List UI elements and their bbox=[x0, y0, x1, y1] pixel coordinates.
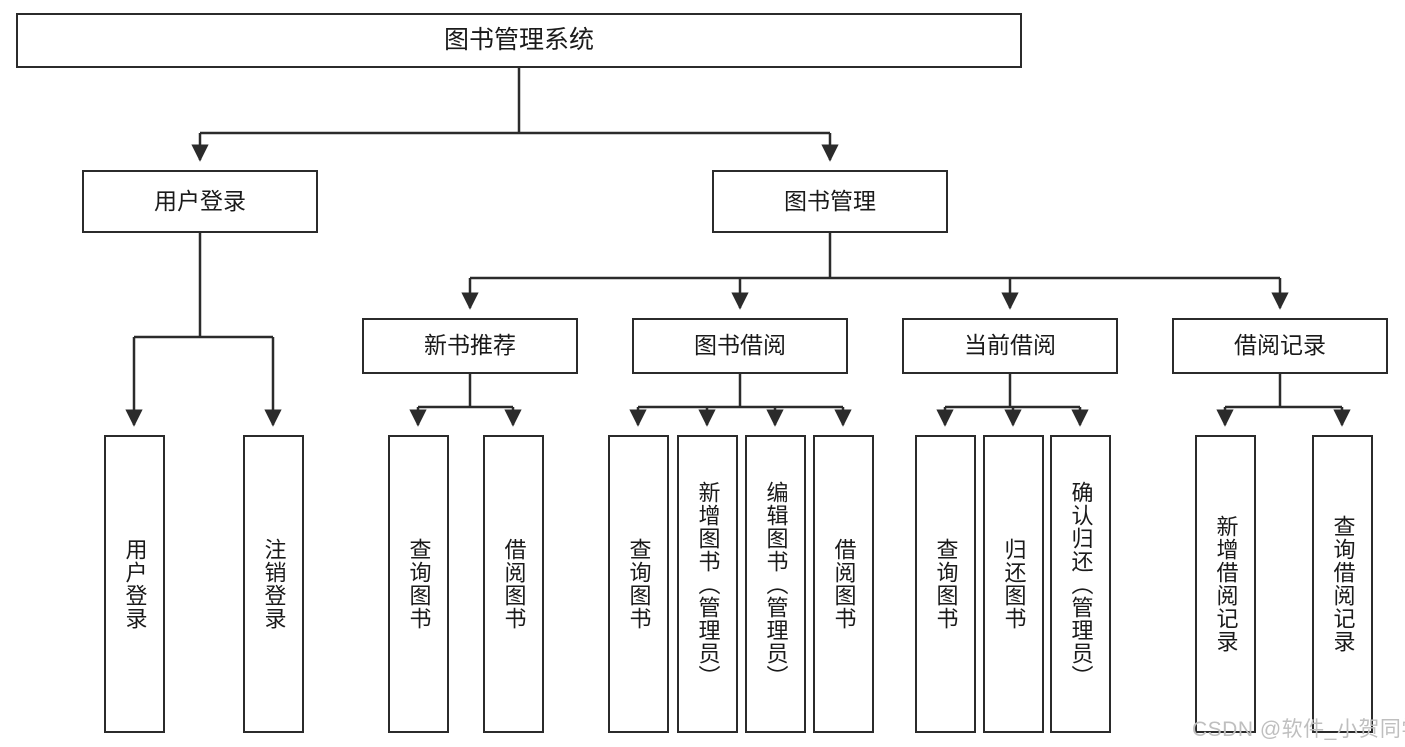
node-leaf-return-book[interactable]: 归还图书 bbox=[983, 435, 1044, 733]
node-leaf-edit-book-label: 编辑图书（管理员） bbox=[763, 480, 789, 688]
node-user-login[interactable]: 用户登录 bbox=[82, 170, 318, 233]
node-new-book-rec-label: 新书推荐 bbox=[424, 332, 516, 359]
node-leaf-query-book-current-label: 查询图书 bbox=[933, 538, 959, 630]
node-leaf-borrow-book[interactable]: 借阅图书 bbox=[813, 435, 874, 733]
node-leaf-user-login[interactable]: 用户登录 bbox=[104, 435, 165, 733]
csdn-watermark: CSDN @软件_小贺同学 bbox=[1192, 718, 1405, 741]
node-root-label: 图书管理系统 bbox=[443, 25, 594, 54]
node-borrow-record-label: 借阅记录 bbox=[1234, 332, 1326, 359]
node-leaf-query-record-label: 查询借阅记录 bbox=[1330, 515, 1356, 653]
node-leaf-add-record[interactable]: 新增借阅记录 bbox=[1195, 435, 1256, 733]
node-book-borrow-label: 图书借阅 bbox=[694, 332, 786, 359]
node-leaf-user-logout-label: 注销登录 bbox=[261, 538, 287, 630]
node-leaf-query-book-borrow[interactable]: 查询图书 bbox=[608, 435, 669, 733]
node-root[interactable]: 图书管理系统 bbox=[16, 13, 1022, 68]
node-current-borrow-label: 当前借阅 bbox=[964, 332, 1056, 359]
node-leaf-query-book-rec[interactable]: 查询图书 bbox=[388, 435, 449, 733]
node-leaf-borrow-book-label: 借阅图书 bbox=[831, 538, 857, 630]
node-book-borrow[interactable]: 图书借阅 bbox=[632, 318, 848, 374]
node-borrow-record[interactable]: 借阅记录 bbox=[1172, 318, 1388, 374]
node-leaf-user-logout[interactable]: 注销登录 bbox=[243, 435, 304, 733]
node-leaf-query-book-borrow-label: 查询图书 bbox=[626, 538, 652, 630]
node-leaf-confirm-return-label: 确认归还（管理员） bbox=[1068, 480, 1094, 688]
node-book-manage-label: 图书管理 bbox=[784, 187, 876, 214]
node-leaf-confirm-return[interactable]: 确认归还（管理员） bbox=[1050, 435, 1111, 733]
node-leaf-query-book-current[interactable]: 查询图书 bbox=[915, 435, 976, 733]
node-leaf-add-record-label: 新增借阅记录 bbox=[1213, 515, 1239, 653]
node-leaf-query-record[interactable]: 查询借阅记录 bbox=[1312, 435, 1373, 733]
node-user-login-label: 用户登录 bbox=[154, 187, 246, 214]
node-leaf-user-login-label: 用户登录 bbox=[122, 538, 148, 630]
node-leaf-borrow-book-rec-label: 借阅图书 bbox=[501, 538, 527, 630]
node-leaf-add-book-label: 新增图书（管理员） bbox=[695, 480, 721, 688]
node-leaf-edit-book[interactable]: 编辑图书（管理员） bbox=[745, 435, 806, 733]
node-leaf-borrow-book-rec[interactable]: 借阅图书 bbox=[483, 435, 544, 733]
node-book-manage[interactable]: 图书管理 bbox=[712, 170, 948, 233]
node-leaf-return-book-label: 归还图书 bbox=[1001, 538, 1027, 630]
node-current-borrow[interactable]: 当前借阅 bbox=[902, 318, 1118, 374]
node-leaf-query-book-rec-label: 查询图书 bbox=[406, 538, 432, 630]
node-new-book-rec[interactable]: 新书推荐 bbox=[362, 318, 578, 374]
node-leaf-add-book[interactable]: 新增图书（管理员） bbox=[677, 435, 738, 733]
